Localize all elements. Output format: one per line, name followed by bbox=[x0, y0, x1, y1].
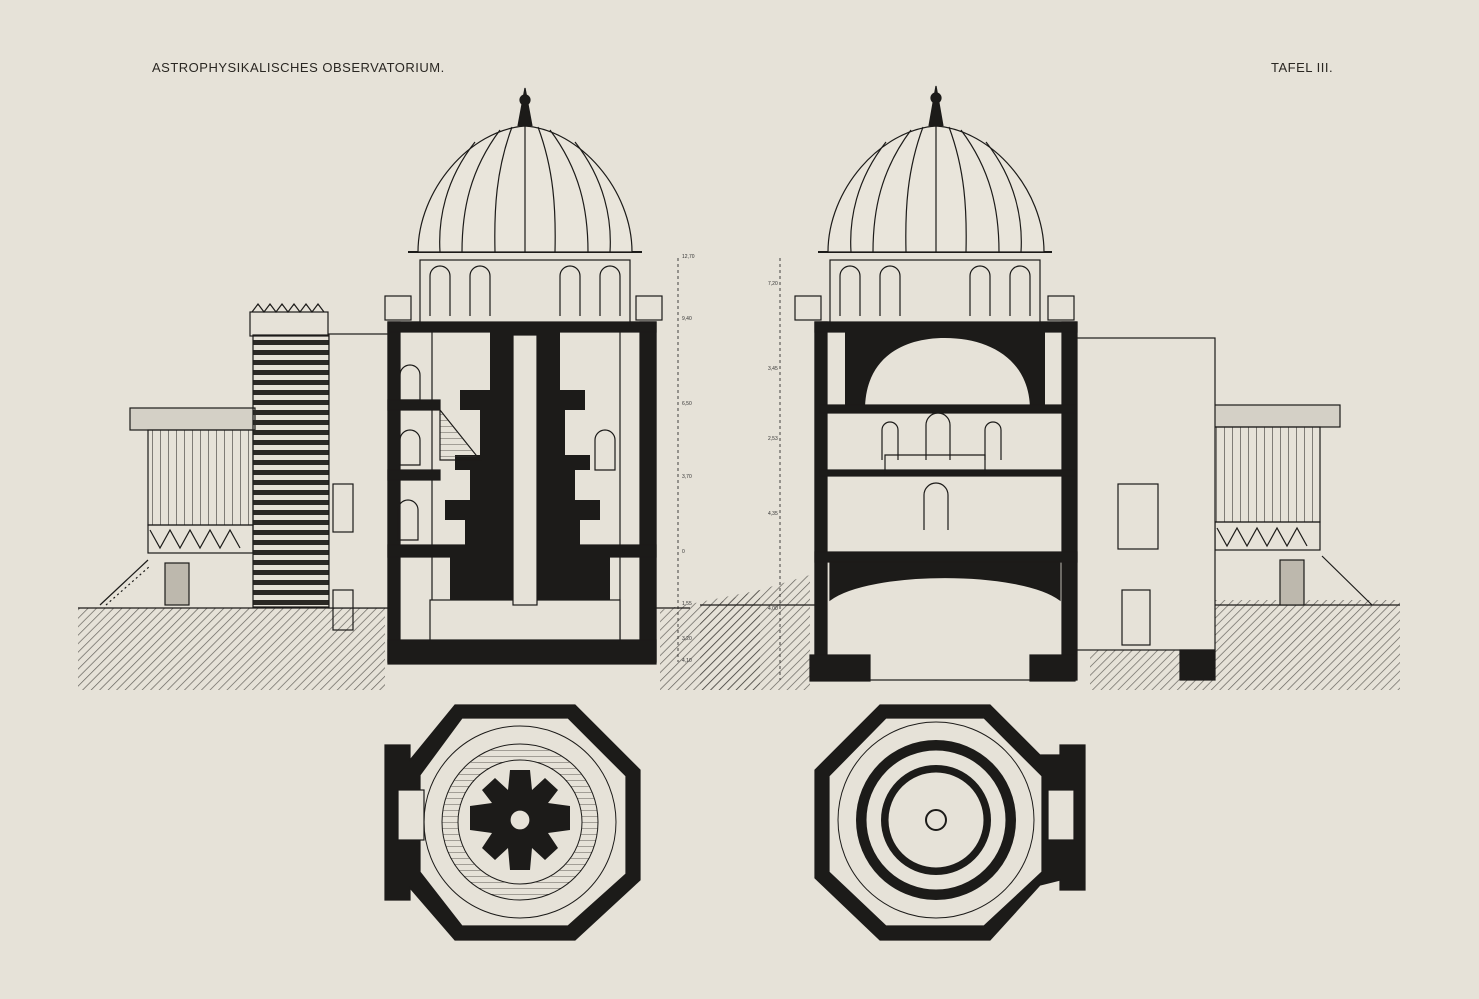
wall-right-outer bbox=[639, 321, 657, 663]
left-section bbox=[78, 87, 760, 690]
plan-left bbox=[384, 704, 641, 941]
dimension-label: 4,35 bbox=[768, 511, 778, 517]
dimension-label: 3,70 bbox=[682, 474, 692, 480]
dimension-label: 4,10 bbox=[682, 658, 692, 664]
striped-tower bbox=[252, 334, 330, 608]
plan-right bbox=[814, 704, 1086, 941]
ground-left bbox=[78, 590, 760, 690]
dimension-label: 3,20 bbox=[682, 636, 692, 642]
dimension-label: 6,50 bbox=[682, 401, 692, 407]
ground-right bbox=[700, 575, 1400, 690]
wall-right-l bbox=[814, 321, 828, 681]
wall-right-r bbox=[1061, 321, 1077, 681]
dimension-label: 12,70 bbox=[682, 254, 695, 260]
dimension-label: 7,20 bbox=[768, 281, 778, 287]
dimension-label: 3,45 bbox=[768, 366, 778, 372]
dimension-label: 9,40 bbox=[682, 316, 692, 322]
great-arch bbox=[845, 330, 1045, 410]
dimension-label: 2,53 bbox=[768, 436, 778, 442]
dimension-label: 0 bbox=[682, 549, 685, 555]
wall-left-outer bbox=[387, 321, 401, 663]
verandah-left bbox=[99, 407, 256, 606]
right-section bbox=[700, 85, 1400, 690]
dimension-label: 4,00 bbox=[768, 606, 778, 612]
dimension-label: 1,55 bbox=[682, 601, 692, 607]
plate-number: TAFEL III. bbox=[1271, 60, 1334, 75]
plate-title: ASTROPHYSIKALISCHES OBSERVATORIUM. bbox=[152, 60, 445, 75]
verandah-right bbox=[1209, 404, 1373, 606]
